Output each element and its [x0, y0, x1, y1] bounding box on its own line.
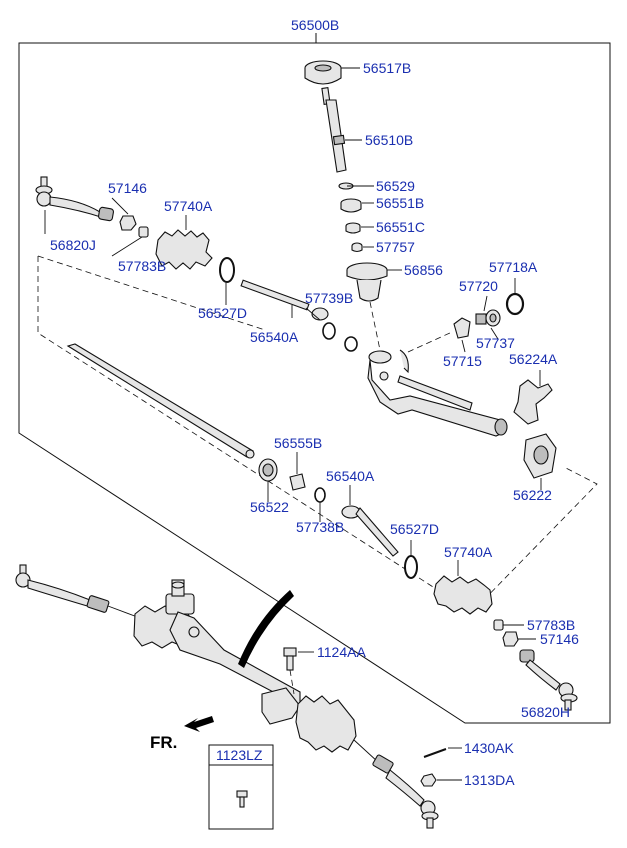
- part-56527D-band-right: [404, 555, 418, 579]
- part-1430AK-pin: [423, 747, 462, 758]
- label-57757: 57757: [376, 239, 415, 255]
- label-57146-right: 57146: [540, 631, 579, 647]
- label-57783B-left: 57783B: [118, 258, 166, 274]
- part-1313DA-nut: [420, 773, 462, 787]
- label-1123LZ: 1123LZ: [216, 747, 263, 763]
- part-56820J-tie-rod-end: [35, 176, 115, 222]
- label-56551C: 56551C: [376, 219, 425, 235]
- part-57737-nut: [485, 309, 501, 327]
- front-direction-indicator: [184, 716, 214, 732]
- label-56820J: 56820J: [50, 237, 96, 253]
- label-57739B: 57739B: [305, 290, 353, 306]
- part-56551C-ring: [345, 222, 361, 234]
- part-57718A-locknut: [505, 292, 525, 316]
- label-56529: 56529: [376, 178, 415, 194]
- label-57146-left: 57146: [108, 180, 147, 196]
- part-57715-yoke: [453, 317, 471, 339]
- part-56540A-inner-rod-right: [341, 485, 399, 557]
- label-57720: 57720: [459, 278, 498, 294]
- part-56820H-tie-rod-end: [519, 649, 578, 711]
- label-56540A-right: 56540A: [326, 468, 375, 484]
- part-56224A-bracket: [513, 370, 553, 425]
- label-57737: 57737: [476, 335, 515, 351]
- part-56222-bushing: [523, 433, 557, 490]
- part-57738B-ring: [314, 487, 326, 522]
- label-56856: 56856: [404, 262, 443, 278]
- part-gear-housing: [367, 349, 508, 437]
- label-56527D-left: 56527D: [198, 305, 247, 321]
- part-56527D-band-left: [219, 257, 235, 283]
- part-rack-bar: [66, 343, 255, 459]
- part-57146-nut-right: [502, 631, 519, 647]
- part-56555B-bush: [289, 452, 306, 491]
- reference-arrow-black: [238, 590, 294, 668]
- part-56510B-shaft: [321, 87, 347, 173]
- part-56522-seal: [258, 458, 278, 502]
- label-56540A-left: 56540A: [250, 329, 299, 345]
- part-1124AA-bolt: [283, 647, 314, 695]
- part-56551B-seal: [340, 198, 362, 213]
- part-56517B-cap: [304, 60, 342, 85]
- label-57738B: 57738B: [296, 519, 344, 535]
- label-56500B: 56500B: [291, 17, 339, 33]
- part-57740A-boot-right: [433, 560, 493, 615]
- label-57740A-right: 57740A: [444, 544, 493, 560]
- label-57740A-left: 57740A: [164, 198, 213, 214]
- part-57783B-clip-left: [138, 226, 149, 238]
- label-56222: 56222: [513, 487, 552, 503]
- label-1313DA: 1313DA: [464, 772, 515, 788]
- part-washer-small: [344, 336, 358, 352]
- part-56856-cover: [346, 262, 388, 302]
- label-57783B-right: 57783B: [527, 617, 575, 633]
- part-56540A-inner-rod-left: [240, 279, 329, 321]
- label-56510B: 56510B: [365, 132, 413, 148]
- part-57146-nut-left: [119, 215, 137, 231]
- part-57740A-boot-left: [155, 229, 213, 270]
- part-57783B-clip-right: [493, 619, 504, 631]
- label-56224A: 56224A: [509, 351, 558, 367]
- label-fr: FR.: [150, 733, 177, 752]
- label-1430AK: 1430AK: [464, 740, 514, 756]
- label-57718A: 57718A: [489, 259, 538, 275]
- label-56527D-right: 56527D: [390, 521, 439, 537]
- label-56555B: 56555B: [274, 435, 322, 451]
- label-56820H: 56820H: [521, 704, 570, 720]
- assembled-steering-gear: [15, 564, 439, 829]
- part-57757-ring: [351, 242, 363, 253]
- label-56517B: 56517B: [363, 60, 411, 76]
- inset-1123LZ: [208, 744, 274, 830]
- part-57739B-washer: [322, 322, 336, 340]
- label-1124AA: 1124AA: [317, 644, 366, 660]
- assembly-frame: [18, 33, 611, 724]
- label-56522: 56522: [250, 499, 289, 515]
- label-56551B: 56551B: [376, 195, 424, 211]
- label-57715: 57715: [443, 353, 482, 369]
